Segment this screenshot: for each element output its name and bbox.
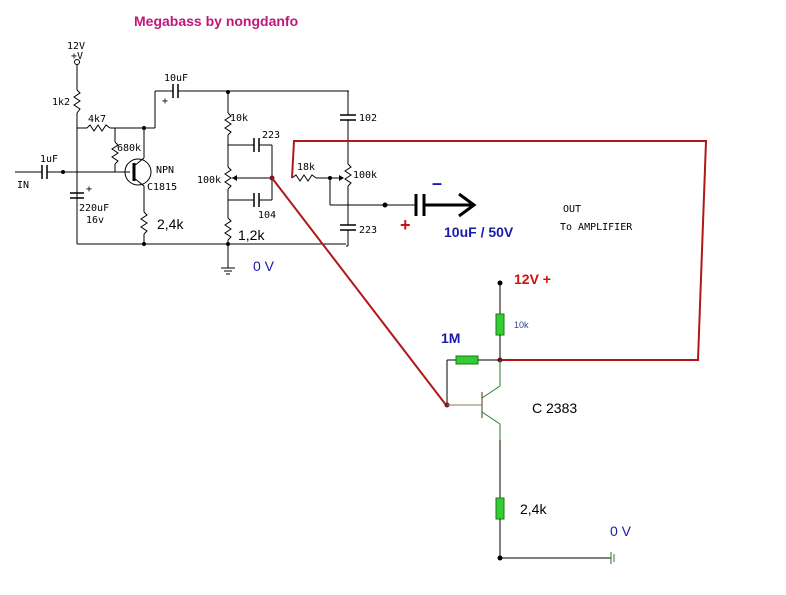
label-16v: 16v	[86, 215, 104, 226]
label-100k: 100k	[197, 175, 221, 186]
label-1k2: 1k2	[52, 97, 70, 108]
transistor-part-label: C1815	[147, 182, 177, 193]
output-cap-label: 10uF / 50V	[444, 224, 514, 240]
supply-terminal	[74, 59, 80, 65]
potentiometer-100k-b	[344, 163, 352, 187]
transistor-collector	[133, 157, 145, 167]
transistor-emitter	[481, 411, 501, 425]
title: Megabass by nongdanfo	[134, 13, 298, 29]
red-signal-wire	[271, 177, 447, 406]
supply-symbol-label: +V	[71, 51, 83, 62]
label-102: 102	[359, 113, 377, 124]
label-10k: 10k	[230, 113, 248, 124]
resistor-4k7	[86, 124, 111, 132]
transistor-type-label: NPN	[156, 165, 174, 176]
label-2k4: 2,4k	[157, 216, 184, 232]
label-1M: 1M	[441, 330, 460, 346]
junction	[142, 242, 146, 246]
label-220uF: 220uF	[79, 203, 109, 214]
label-18k: 18k	[297, 162, 315, 173]
resistor-10k-green	[495, 313, 505, 336]
transistor-c2383-label: C 2383	[532, 400, 577, 416]
plus-label-red: +	[400, 215, 411, 235]
output-arrow-icon	[458, 192, 477, 218]
resistor-1M-green	[455, 355, 479, 365]
transistor-collector	[481, 385, 501, 399]
label-100k-b: 100k	[353, 170, 377, 181]
transistor-emitter	[133, 177, 145, 187]
supply-voltage-label: 12V	[67, 41, 85, 52]
label-4k7: 4k7	[88, 114, 106, 125]
label-2k4-b: 2,4k	[520, 501, 547, 517]
resistor-1k2	[224, 217, 232, 241]
label-1-2k: 1,2k	[238, 227, 265, 243]
resistor-18k	[291, 174, 317, 182]
transistor-npn-body	[124, 158, 152, 186]
potentiometer-100k	[224, 166, 232, 190]
wiper-arrow-icon	[339, 175, 344, 181]
label-223: 223	[262, 130, 280, 141]
to-amplifier-label: To AMPLIFIER	[560, 222, 633, 233]
resistor-1k2	[73, 89, 81, 114]
plus-label: +	[86, 184, 92, 195]
label-1uF: 1uF	[40, 154, 58, 165]
junction	[61, 170, 65, 174]
label-680k: 680k	[117, 143, 141, 154]
input-label: IN	[17, 180, 29, 191]
resistor-2k4	[140, 211, 148, 235]
ground-label: 0 V	[253, 258, 275, 274]
label-223-b: 223	[359, 225, 377, 236]
resistor-10k	[224, 112, 232, 136]
ground-label-b: 0 V	[610, 523, 632, 539]
plus-label: +	[162, 96, 168, 107]
wiper-arrow-icon	[232, 175, 237, 181]
label-10uF: 10uF	[164, 73, 188, 84]
resistor-2k4-green	[495, 497, 505, 520]
minus-label: –	[432, 173, 442, 193]
resistor-680k	[111, 141, 119, 165]
out-label: OUT	[563, 204, 581, 215]
label-10k-b: 10k	[514, 320, 529, 330]
red-feedback-wire	[291, 140, 708, 361]
supply-12v-label: 12V +	[514, 271, 551, 287]
junction	[382, 202, 388, 208]
label-104: 104	[258, 210, 276, 221]
